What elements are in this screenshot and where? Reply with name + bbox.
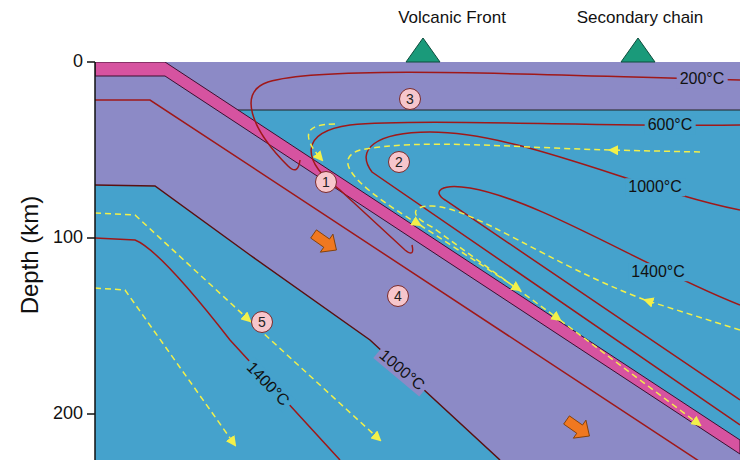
oceanic-crust [95, 62, 740, 454]
flow-line [610, 150, 700, 152]
flow-line [308, 124, 335, 160]
axis-tick [87, 237, 95, 239]
isotherms [95, 72, 740, 460]
volcano-label: Secondary chain [577, 9, 704, 28]
flow-line [348, 144, 610, 225]
callout-number: 3 [399, 88, 421, 110]
isotherm-line [251, 72, 740, 169]
callout-number: 1 [315, 171, 337, 193]
axis-tick [87, 413, 95, 415]
axis-line [94, 62, 96, 460]
volcano-label: Volcanic Front [398, 9, 506, 28]
isotherm-line [439, 187, 740, 400]
flow-line [560, 320, 700, 425]
isotherm-label: 200°C [677, 70, 728, 88]
axis-tick [87, 61, 95, 63]
flow-line [645, 300, 740, 330]
isotherm-line [95, 100, 740, 460]
lithosphere-base [238, 110, 740, 111]
callout-number: 2 [388, 151, 410, 173]
callout-number: 4 [387, 285, 409, 307]
volcano-symbol [406, 38, 440, 62]
axis-tick-label: 0 [73, 52, 83, 72]
flow-line [95, 213, 250, 321]
flow-line [416, 206, 646, 320]
lithosphere-ground [95, 62, 740, 460]
axis-tick-label: 100 [53, 228, 83, 248]
depth-axis [87, 62, 95, 460]
motion-arrow [560, 411, 596, 445]
flow-lines [95, 124, 740, 445]
isotherm-label: 1000°C [625, 178, 685, 196]
isotherm-label: 1400°C [628, 263, 688, 281]
isotherm-line [95, 238, 340, 460]
callout-number: 5 [251, 311, 273, 333]
isotherm-line [366, 132, 740, 425]
volcano-symbol [621, 38, 655, 62]
axis-tick-label: 200 [53, 404, 83, 424]
axis-title: Depth (km) [17, 196, 43, 315]
isotherm-line [95, 185, 500, 460]
motion-arrow [307, 225, 343, 259]
flow-line [95, 288, 235, 445]
isotherm-label: 600°C [645, 116, 696, 134]
